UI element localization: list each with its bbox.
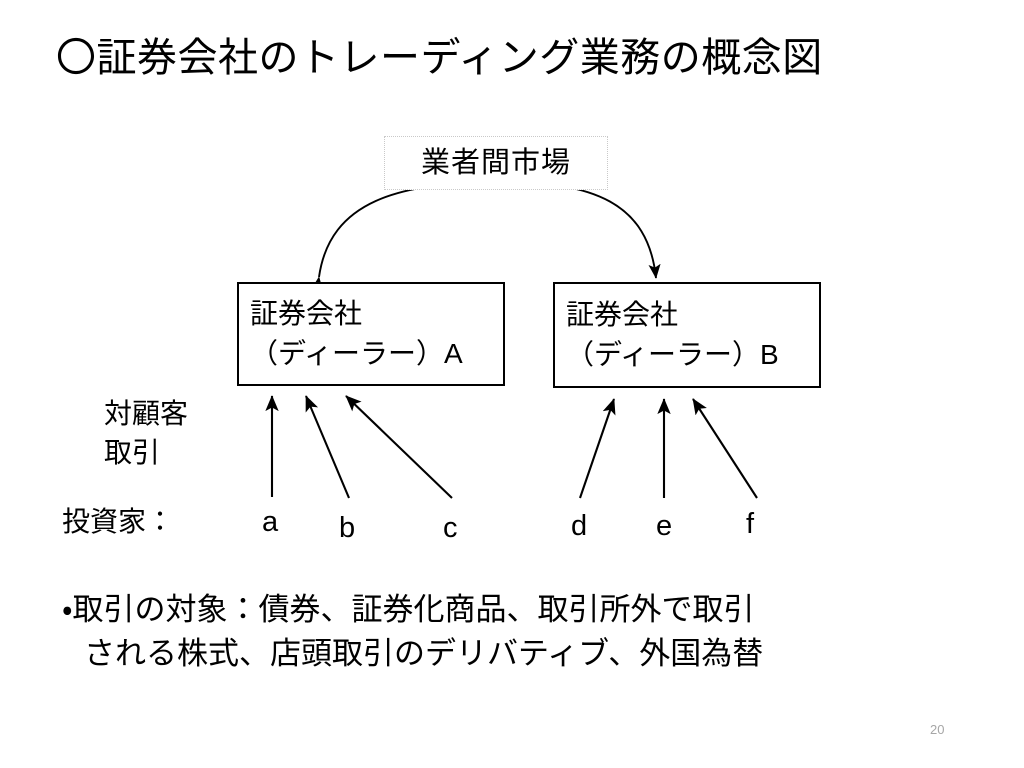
node-dealer-a[interactable]: 証券会社 （ディーラー）A	[237, 282, 505, 386]
label-customer-trade: 対顧客 取引	[104, 395, 188, 472]
interdealer-market-label: 業者間市場	[420, 146, 571, 179]
arrow-investor-c	[345, 395, 453, 499]
arrow-investor-f	[692, 398, 758, 499]
node-dealer-b[interactable]: 証券会社 （ディーラー）B	[553, 282, 821, 388]
investor-letter-e: e	[656, 510, 673, 542]
arrow-interdealer-arc	[311, 181, 661, 292]
dealer-a-line1: 証券会社	[250, 298, 363, 330]
dealer-b-line2: （ディーラー）B	[566, 339, 779, 370]
customer-trade-line1: 対顧客	[104, 398, 189, 429]
arrow-investor-d	[579, 398, 616, 499]
investor-letter-f: f	[746, 508, 755, 540]
node-interdealer-market[interactable]: 業者間市場	[384, 136, 608, 190]
investor-letter-b: b	[339, 512, 356, 544]
dealer-a-line2: （ディーラー）A	[250, 338, 463, 369]
label-investors: 投資家：	[62, 506, 175, 537]
page-number: 20	[930, 722, 945, 737]
customer-trade-line2: 取引	[104, 436, 161, 468]
page-title: 〇証券会社のトレーディング業務の概念図	[56, 36, 823, 80]
investor-letter-c: c	[443, 512, 458, 544]
bottom-note: ・取引の対象：債券、証券化商品、取引所外で取引 される株式、店頭取引のデリバティ…	[62, 588, 992, 676]
investor-letter-d: d	[571, 510, 588, 542]
arrow-investor-b	[305, 395, 350, 499]
note-line-2: される株式、店頭取引のデリバティブ、外国為替	[84, 636, 764, 672]
note-line-1: ・取引の対象：債券、証券化商品、取引所外で取引	[62, 592, 755, 627]
investor-letter-a: a	[262, 506, 279, 538]
dealer-b-line1: 証券会社	[566, 299, 679, 331]
